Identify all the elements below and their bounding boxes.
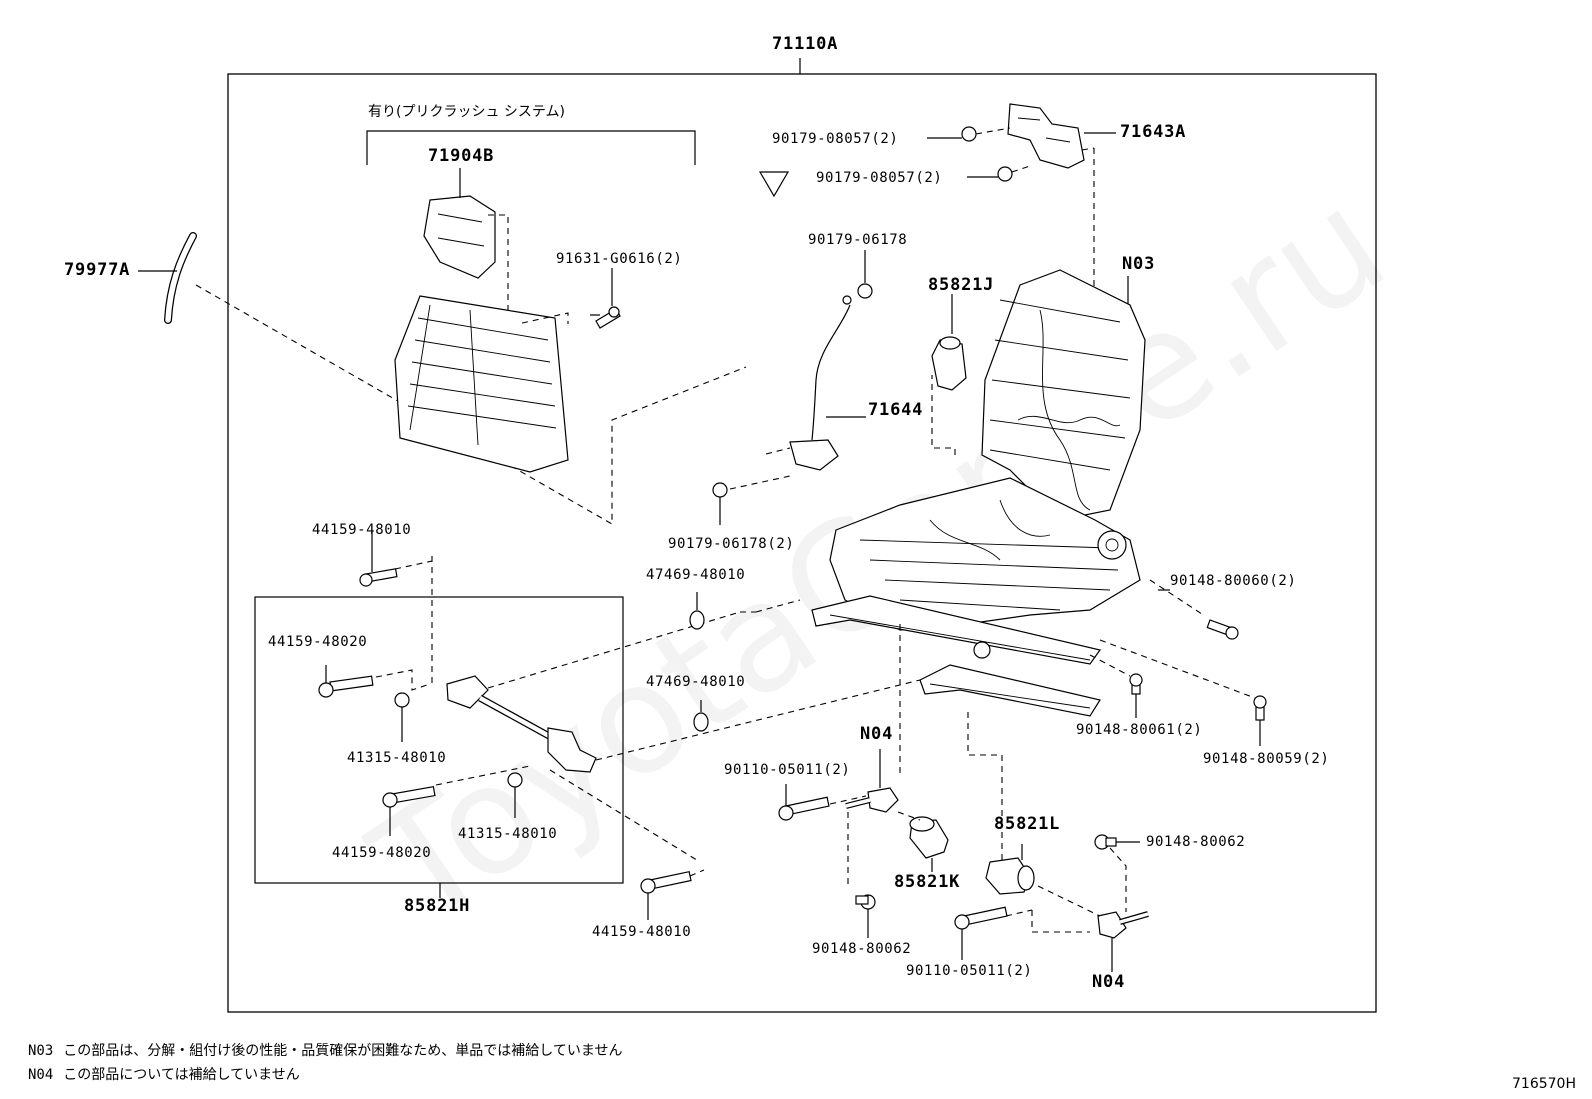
note-n03: N03 この部品は、分解・組付け後の性能・品質確保が困難なため、単品では補給してい… [28, 1040, 622, 1060]
label-71904B: 71904B [428, 146, 495, 166]
bolt-90148-80061 [1129, 673, 1143, 695]
figure-code: 716570H [1512, 1076, 1576, 1092]
bolt-90148-80060 [1206, 619, 1239, 640]
label-91631: 91631-G0616(2) [556, 251, 683, 267]
motor-85821L [985, 857, 1035, 895]
note-n04-text: この部品については補給していません [63, 1067, 300, 1083]
label-90179-08057-a: 90179-08057(2) [772, 131, 899, 147]
label-41315-48010-a: 41315-48010 [347, 750, 447, 766]
label-90148-80060: 90148-80060(2) [1170, 573, 1297, 589]
actuator-n04-right [1097, 911, 1149, 939]
label-N04-b: N04 [1092, 972, 1126, 992]
label-N03: N03 [1122, 254, 1156, 274]
label-47469-48010-b: 47469-48010 [646, 674, 746, 690]
pre-crash-seatback-frame [394, 195, 569, 473]
label-90148-80062-b: 90148-80062 [1146, 834, 1246, 850]
label-44159-48020-b: 44159-48020 [332, 845, 432, 861]
label-47469-48010-a: 47469-48010 [646, 567, 746, 583]
note-n04-code: N04 [28, 1067, 54, 1083]
motor-85821K [909, 816, 949, 859]
cable-71644 [789, 283, 873, 471]
label-90148-80062-a: 90148-80062 [812, 941, 912, 957]
note-n04: N04 この部品については補給していません [28, 1064, 300, 1084]
bolt-90110-05011-b [954, 906, 1008, 930]
label-85821K: 85821K [894, 872, 961, 892]
label-71643A: 71643A [1120, 122, 1187, 142]
label-90110-05011-a: 90110-05011(2) [724, 762, 851, 778]
strip-79977A [164, 232, 197, 324]
subassembly-box-85821H [254, 596, 624, 884]
curved-arrow-icon [693, 171, 790, 216]
bolt-90148-80062-b [1094, 834, 1117, 850]
pre-crash-system-label: 有り(プリクラッシュ システム) [368, 104, 565, 120]
label-85821H: 85821H [404, 896, 471, 916]
label-90110-05011-b: 90110-05011(2) [906, 963, 1033, 979]
label-90148-80059: 90148-80059(2) [1203, 751, 1330, 767]
label-90179-08057-b: 90179-08057(2) [816, 170, 943, 186]
label-N04-a: N04 [860, 724, 894, 744]
seat-frame-main [811, 269, 1146, 717]
label-85821L: 85821L [994, 814, 1061, 834]
label-44159-48010-top: 44159-48010 [312, 522, 412, 538]
bolt-91631 [595, 306, 621, 329]
label-90179-06178-2: 90179-06178(2) [668, 536, 795, 552]
bolt-90110-05011-a [778, 796, 830, 821]
assembly-code: 71110A [772, 34, 839, 54]
bolt-44159-48020-b [382, 786, 436, 808]
label-85821J: 85821J [928, 275, 995, 295]
label-71644: 71644 [868, 400, 924, 420]
actuator-n04-left [845, 787, 899, 813]
label-44159-48020-a: 44159-48020 [268, 634, 368, 650]
label-90148-80061: 90148-80061(2) [1076, 722, 1203, 738]
bolt-90148-80059 [1253, 695, 1267, 721]
assembly-frame [227, 73, 1377, 1013]
label-41315-48010-b: 41315-48010 [458, 826, 558, 842]
bolt-44159-48010-bot [640, 870, 692, 894]
bolt-44159-48020-a [318, 675, 374, 698]
note-n03-code: N03 [28, 1043, 54, 1059]
adjuster-85821H [446, 675, 597, 773]
bolt-44159-48010-top [359, 568, 398, 587]
pre-crash-bracket [366, 130, 696, 165]
bolt-90148-80062-a [855, 894, 876, 910]
note-n03-text: この部品は、分解・組付け後の性能・品質確保が困難なため、単品では補給していません [63, 1043, 623, 1059]
label-90179-06178: 90179-06178 [808, 232, 908, 248]
bracket-71643A [1007, 103, 1085, 169]
motor-85821J [931, 336, 967, 391]
label-79977A: 79977A [64, 260, 131, 280]
label-44159-48010-bot: 44159-48010 [592, 924, 692, 940]
